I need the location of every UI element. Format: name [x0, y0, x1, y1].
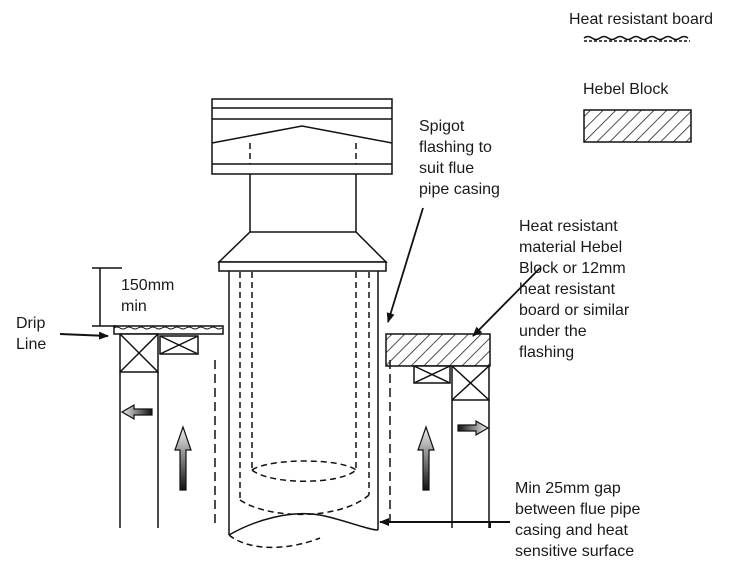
label-line: between flue pipe	[515, 501, 641, 518]
label-line: Drip	[16, 315, 46, 332]
drip-line-label: Drip Line	[16, 313, 46, 355]
airflow-up-arrow-left	[174, 425, 192, 491]
label-line: sensitive surface	[515, 543, 635, 560]
label-line: flashing to	[419, 139, 492, 156]
label-line: heat resistant	[519, 281, 616, 298]
label-line: pipe casing	[419, 181, 500, 198]
legend-hebel-block-symbol	[583, 109, 692, 143]
label-line: Min 25mm gap	[515, 480, 621, 497]
heat-resistant-material-label: Heat resistant material Hebel Block or 1…	[519, 216, 629, 363]
label-line: Heat resistant	[519, 218, 618, 235]
label-line: material Hebel	[519, 239, 623, 256]
label-line: under the	[519, 323, 587, 340]
left-heat-board	[113, 325, 224, 335]
airflow-up-arrow-right	[417, 425, 435, 491]
legend-hebel-block-label: Hebel Block	[583, 81, 669, 98]
label-line: Spigot	[419, 118, 465, 135]
cowl	[211, 98, 393, 175]
clearance-label: 150mm min	[121, 275, 174, 317]
legend-heat-board-symbol	[583, 35, 689, 41]
airflow-side-arrow-left	[120, 403, 153, 421]
label-line: casing and heat	[515, 522, 628, 539]
legend-heat-board-label: Heat resistant board	[569, 11, 714, 28]
label-line: board or similar	[519, 302, 630, 319]
spigot-flashing	[217, 231, 388, 263]
label-line: suit flue	[419, 160, 475, 177]
label-line: min	[121, 298, 147, 315]
spigot-flashing-label: Spigot flashing to suit flue pipe casing	[419, 116, 500, 200]
label-line: Block or 12mm	[519, 260, 626, 277]
label-line: flashing	[519, 344, 575, 361]
right-hebel-block	[385, 333, 491, 367]
min-gap-label: Min 25mm gap between flue pipe casing an…	[515, 478, 640, 562]
label-line: Line	[16, 336, 47, 353]
airflow-side-arrow-right	[457, 419, 490, 437]
label-line: 150mm	[121, 277, 175, 294]
